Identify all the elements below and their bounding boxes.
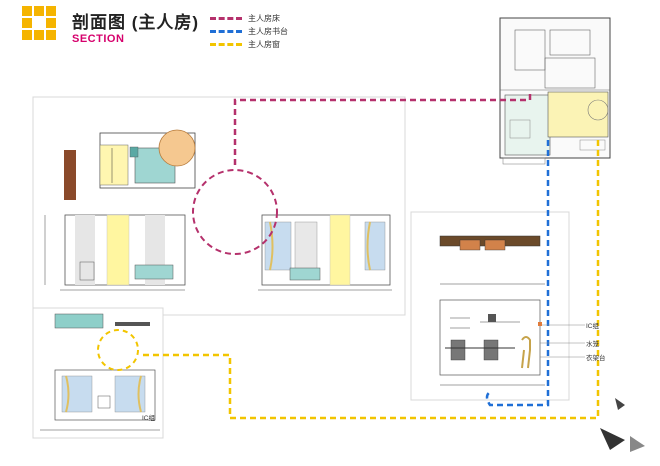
legend-swatch-pink (210, 16, 242, 20)
yellow-route (140, 140, 600, 420)
legend-item-bed: 主人房床 (210, 13, 280, 23)
bed-plan (64, 129, 196, 200)
desk-section (439, 235, 545, 386)
corner-decoration (615, 398, 625, 410)
bed-elevation-left (44, 214, 186, 291)
pink-callout-circle (192, 169, 278, 255)
annotation-desk: 衣架台 (586, 355, 606, 362)
yellow-callout-circle (97, 329, 139, 371)
legend-swatch-yellow (210, 42, 242, 46)
legend-label-window: 主人房窗 (248, 39, 280, 49)
legend-label-desk: 主人房书台 (248, 26, 288, 36)
window-section (40, 313, 160, 431)
page-subtitle: SECTION (72, 33, 125, 45)
master-bedroom-highlight (547, 91, 609, 138)
bed-elevation-right (258, 214, 392, 291)
brand-logo (22, 6, 56, 40)
annotation-cabinet: IC组 (586, 323, 599, 330)
pink-route (233, 92, 532, 165)
annotation-basin: 水笼 (586, 341, 599, 348)
floor-plan (499, 17, 611, 165)
round-chair-icon (158, 129, 196, 167)
annotation-window-cabinet: IC组 (142, 415, 155, 422)
legend-label-bed: 主人房床 (248, 13, 280, 23)
legend-item-desk: 主人房书台 (210, 26, 288, 36)
legend-item-window: 主人房窗 (210, 39, 280, 49)
page-title: 剖面图 (主人房) (72, 13, 200, 32)
wardrobe-side (64, 150, 76, 200)
legend-swatch-blue (210, 29, 242, 33)
human-figure-icon (521, 336, 531, 369)
blue-route (485, 140, 550, 407)
